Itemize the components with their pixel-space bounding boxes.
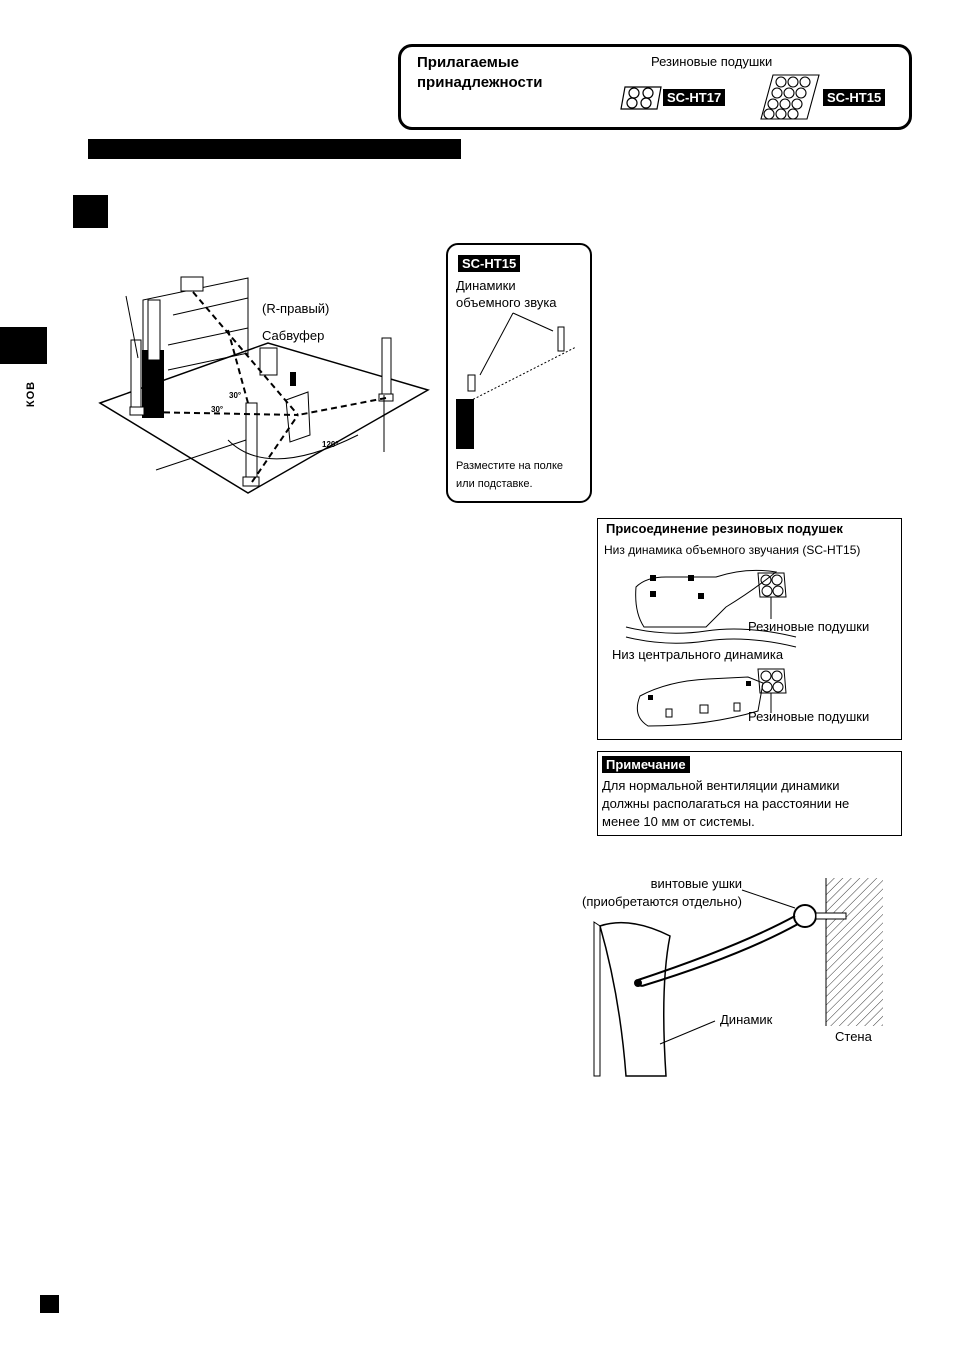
ht15-label: Динамики объемного звука bbox=[456, 277, 557, 311]
pads-attach-line1: Низ динамика объемного звучания (SC-HT15… bbox=[604, 543, 861, 557]
page-number-marker bbox=[40, 1295, 59, 1313]
pads-icon-1 bbox=[757, 572, 787, 619]
badge-sc-ht17: SC-HT17 bbox=[663, 89, 726, 106]
accessories-box: Прилагаемые принадлежности Резиновые под… bbox=[398, 44, 912, 130]
note-box: Примечание Для нормальной вентиляции дин… bbox=[597, 751, 902, 836]
side-tab bbox=[0, 327, 47, 364]
pads-label: Резиновые подушки bbox=[651, 54, 773, 69]
pads-attach-box: Присоединение резиновых подушек Низ дина… bbox=[597, 518, 902, 740]
label-subwoofer: Сабвуфер bbox=[262, 328, 325, 343]
note-text-line3: менее 10 мм от системы. bbox=[602, 814, 755, 829]
note-text-line1: Для нормальной вентиляции динамики bbox=[602, 778, 840, 793]
rubber-pads-4-icon bbox=[620, 86, 662, 110]
pads-attach-line2: Низ центрального динамика bbox=[612, 647, 784, 662]
ht15-note-line2: или подставке. bbox=[456, 478, 533, 490]
accessories-title-line1: Прилагаемые bbox=[417, 54, 520, 71]
screw-eye-line2: (приобретаются отдельно) bbox=[582, 894, 742, 909]
accessories-title-line2: принадлежности bbox=[417, 74, 543, 91]
speaker-label: Динамик bbox=[720, 1012, 773, 1027]
screw-eye-line1: винтовые ушки bbox=[650, 876, 742, 891]
wall-mount-diagram bbox=[593, 878, 883, 1077]
side-tab-text: КОВ bbox=[25, 380, 38, 408]
note-text: Для нормальной вентиляции динамики должн… bbox=[602, 777, 849, 831]
center-speaker-bottom-diagram bbox=[636, 676, 764, 727]
pads-icon-2 bbox=[757, 668, 787, 713]
ht15-note-line1: Разместите на полке bbox=[456, 460, 564, 472]
pads-label-2: Резиновые подушки bbox=[748, 709, 870, 724]
screw-eye-label: винтовые ушки (приобретаются отдельно) bbox=[552, 875, 742, 911]
label-r-right: (R-правый) bbox=[262, 301, 330, 316]
speaker-placement-diagram bbox=[98, 276, 430, 494]
angle-label-2: 30° bbox=[211, 405, 224, 414]
accessories-title: Прилагаемые принадлежности bbox=[417, 53, 542, 93]
angle-label-3: 120° bbox=[322, 440, 339, 449]
ht15-badge: SC-HT15 bbox=[458, 255, 521, 272]
rubber-pads-12-icon bbox=[760, 74, 820, 120]
ht15-note: Разместите на полке или подставке. bbox=[456, 457, 563, 493]
ht15-label-line1: Динамики bbox=[456, 278, 516, 293]
pads-label-1: Резиновые подушки bbox=[748, 619, 870, 634]
angle-label-1: 30° bbox=[229, 391, 242, 400]
wall-label: Стена bbox=[835, 1029, 872, 1044]
surround-speaker-bottom-diagram bbox=[625, 569, 797, 648]
note-text-line2: должны располагаться на расстоянии не bbox=[602, 796, 850, 811]
pads-attach-title: Присоединение резиновых подушек bbox=[606, 521, 843, 536]
step-marker bbox=[73, 195, 108, 228]
section-heading-bar bbox=[88, 139, 461, 159]
ht15-shelf-diagram bbox=[456, 312, 577, 449]
badge-sc-ht15: SC-HT15 bbox=[823, 89, 886, 106]
ht15-label-line2: объемного звука bbox=[456, 295, 557, 310]
ht15-box: SC-HT15 Динамики объемного звука Размест… bbox=[446, 243, 592, 503]
note-title: Примечание bbox=[602, 756, 690, 773]
